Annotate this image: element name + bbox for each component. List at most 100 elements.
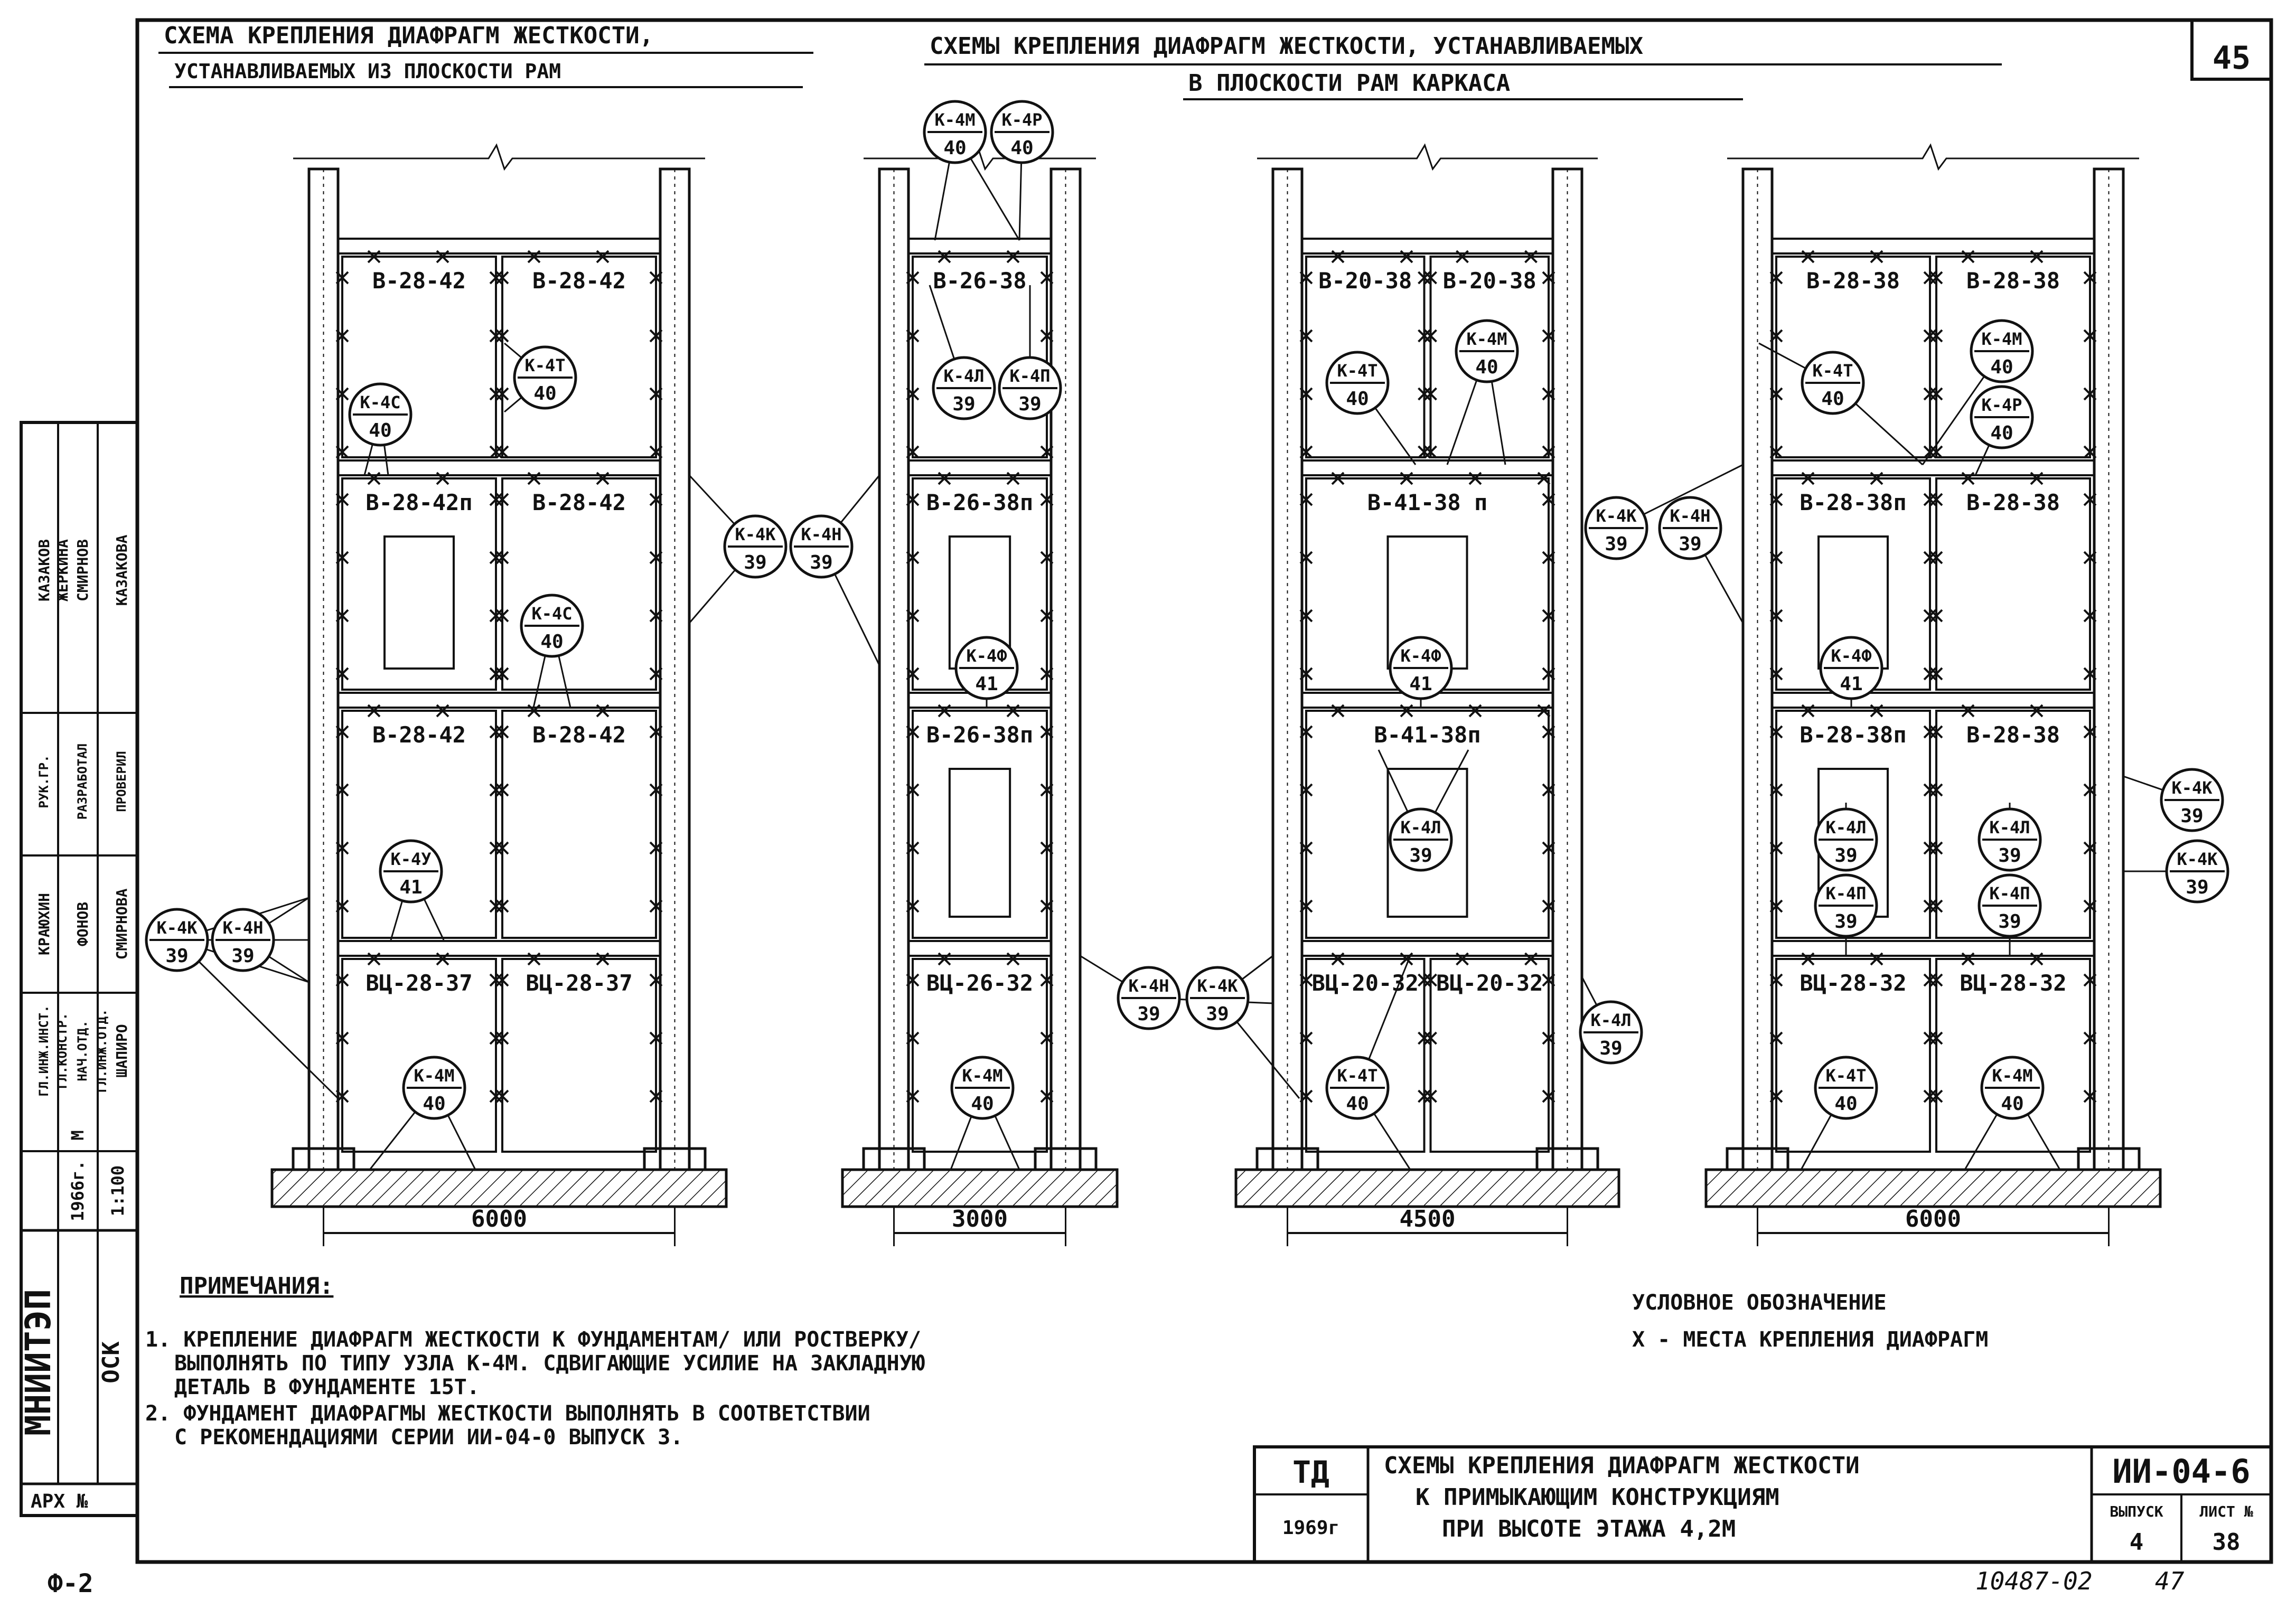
floor-slab <box>1771 459 2095 476</box>
node-к4ф-code: К-4Ф <box>966 646 1007 666</box>
fastening-mark <box>1542 609 1555 623</box>
span-dimension: 3000 <box>952 1206 1008 1232</box>
fastening-mark <box>1769 667 1783 681</box>
fastening-mark <box>367 472 381 485</box>
fastening-mark <box>1400 472 1413 485</box>
stamp-name: КАЗАКОВ <box>35 539 53 601</box>
fastening-mark <box>2083 445 2097 459</box>
notes-line-4: 2. ФУНДАМЕНТ ДИАФРАГМЫ ЖЕСТКОСТИ ВЫПОЛНЯ… <box>145 1401 870 1426</box>
fastening-mark <box>1801 952 1815 966</box>
title-block-org: ТД <box>1292 1454 1329 1490</box>
stamp-role: РАЗРАБОТАЛ <box>75 744 90 820</box>
fastening-mark <box>2030 472 2044 485</box>
fastening-mark <box>1468 472 1482 485</box>
span-dimension: 6000 <box>471 1206 527 1232</box>
fastening-mark <box>335 445 349 459</box>
floor-slab <box>907 459 1052 476</box>
floor-slab <box>1771 238 2095 255</box>
node-к4т-code: К-4Т <box>1812 361 1853 381</box>
node-к4л-sheet: 39 <box>1998 845 2021 867</box>
stamp-name: СМИРНОВА <box>113 888 130 959</box>
column-shoe-left <box>862 1147 926 1171</box>
fastening-mark <box>1400 250 1413 264</box>
panel <box>1305 710 1550 939</box>
panel-label: В-28-42п <box>366 490 472 515</box>
fastening-mark <box>436 472 449 485</box>
panel <box>341 256 497 458</box>
node-к4с-sheet: 40 <box>540 631 563 653</box>
node-к4п-code: К-4П <box>1989 883 2030 904</box>
fastening-mark <box>335 841 349 855</box>
title-block-title-3: ПРИ ВЫСОТЕ ЭТАЖА 4,2М <box>1442 1516 1736 1542</box>
fastening-mark <box>1424 1031 1437 1045</box>
panel <box>1775 958 1931 1153</box>
panel <box>1935 256 2091 458</box>
fastening-mark <box>1040 667 1054 681</box>
node-к4к-code: К-4К <box>2177 849 2218 869</box>
node-к4к-sheet: 39 <box>2180 805 2203 827</box>
fastening-mark <box>938 704 951 718</box>
fastening-mark <box>1299 271 1313 285</box>
fastening-mark <box>1424 1089 1437 1103</box>
fastening-mark <box>1542 973 1555 987</box>
fastening-mark <box>1929 493 1943 506</box>
node-к4н-sheet: 39 <box>1679 533 1701 555</box>
right-heading-line-1: СХЕМЫ КРЕПЛЕНИЯ ДИАФРАГМ ЖЕСТКОСТИ, УСТА… <box>930 33 1643 60</box>
fastening-mark <box>495 841 509 855</box>
fastening-mark <box>2083 841 2097 855</box>
node-к4ф-sheet: 41 <box>1409 673 1432 695</box>
fastening-mark <box>436 952 449 966</box>
right-heading-line-2: В ПЛОСКОСТИ РАМ КАРКАСА <box>1188 70 1510 97</box>
fastening-mark <box>1801 250 1815 264</box>
fastening-mark <box>1299 899 1313 913</box>
fastening-mark <box>1040 841 1054 855</box>
fastening-mark <box>906 493 920 506</box>
fastening-mark <box>1929 1089 1943 1103</box>
panel-label: ВЦ-28-37 <box>526 970 632 996</box>
node-к4л-code: К-4Л <box>1825 817 1866 838</box>
title-block-issue-label: ВЫПУСК <box>2110 1503 2163 1520</box>
fastening-mark <box>335 609 349 623</box>
panel-label: В-41-38п <box>1374 722 1480 748</box>
node-к4л-sheet: 39 <box>1599 1038 1622 1059</box>
stamp-name: ФОНОВ <box>74 902 91 946</box>
fastening-mark <box>1929 445 1943 459</box>
node-к4у-code: К-4У <box>390 849 431 869</box>
fastening-mark <box>1542 725 1555 739</box>
fastening-mark <box>649 329 663 343</box>
fastening-mark <box>1006 472 1020 485</box>
fastening-mark <box>906 551 920 564</box>
fastening-mark <box>495 667 509 681</box>
fastening-mark <box>1040 329 1054 343</box>
fastening-mark <box>2083 667 2097 681</box>
right-heading: СХЕМЫ КРЕПЛЕНИЯ ДИАФРАГМ ЖЕСТКОСТИ, УСТА… <box>924 33 2002 100</box>
door-opening <box>1386 768 1468 918</box>
node-к4р-sheet: 40 <box>1990 422 2013 444</box>
fastening-mark <box>906 329 920 343</box>
fastening-mark <box>1456 250 1469 264</box>
panel <box>341 477 497 691</box>
fastening-mark <box>649 973 663 987</box>
panel-label: В-20-38 <box>1443 268 1536 294</box>
fastening-mark <box>1542 271 1555 285</box>
fastening-mark <box>938 952 951 966</box>
panel-label: В-26-38п <box>926 722 1033 748</box>
node-к4л-sheet: 39 <box>1409 845 1432 867</box>
fastening-mark <box>367 704 381 718</box>
stamp-role: ГЛ.ИНЖ.ОТД. <box>95 1009 109 1093</box>
fastening-mark <box>335 493 349 506</box>
panel <box>1305 958 1426 1153</box>
fastening-mark <box>1801 704 1815 718</box>
node-к4ф-code: К-4Ф <box>1831 646 1871 666</box>
fastening-mark <box>1299 1089 1313 1103</box>
node-к4ф-sheet: 41 <box>1840 673 1862 695</box>
stamp-dept: ОСК <box>98 1341 125 1384</box>
fastening-mark <box>1769 1089 1783 1103</box>
fastening-mark <box>938 472 951 485</box>
title-block-title-1: СХЕМЫ КРЕПЛЕНИЯ ДИАФРАГМ ЖЕСТКОСТИ <box>1384 1452 1860 1479</box>
panel-label: В-28-38 <box>1966 490 2060 515</box>
fastening-mark <box>1040 271 1054 285</box>
fastening-mark <box>649 445 663 459</box>
